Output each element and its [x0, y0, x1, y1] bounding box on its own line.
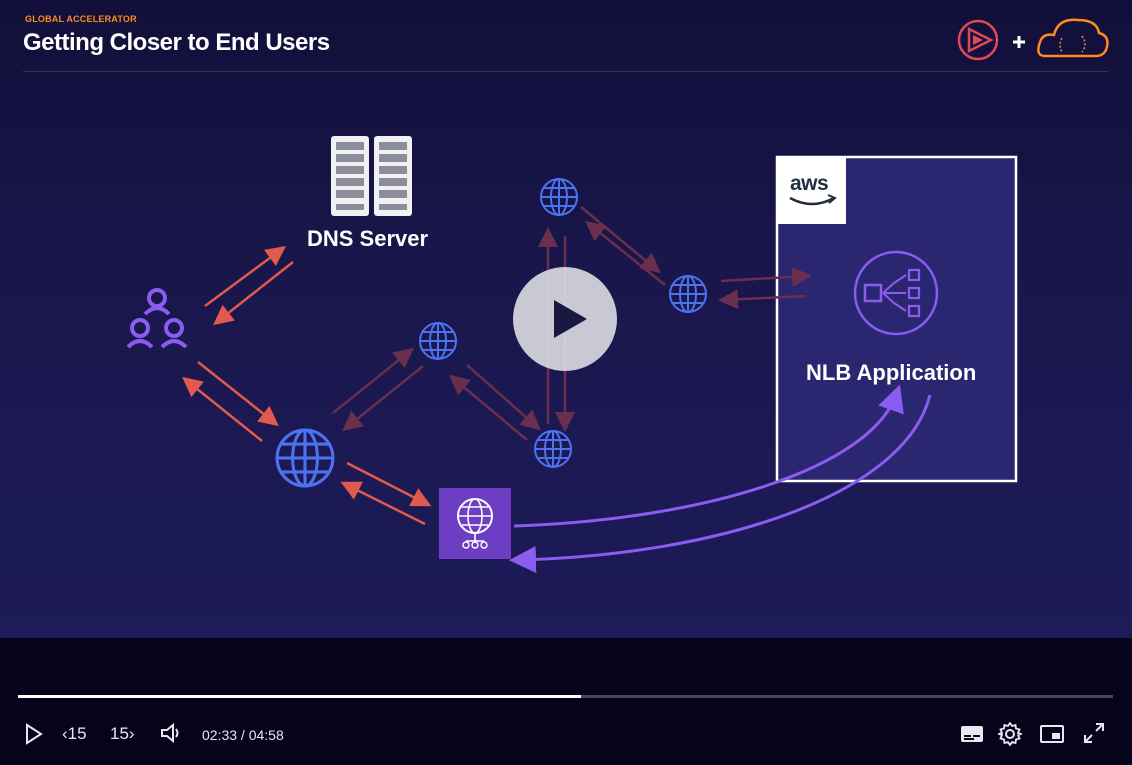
progress-fill — [18, 695, 581, 698]
plus-icon — [1013, 36, 1025, 48]
globe-icon — [534, 430, 572, 468]
global-accelerator-icon — [439, 488, 511, 559]
globe-icon — [275, 428, 335, 488]
diagram — [126, 18, 1109, 574]
play-logo-icon — [957, 19, 999, 61]
picture-in-picture-icon[interactable] — [1040, 724, 1064, 744]
skip-back-button[interactable]: ‹15 — [62, 724, 87, 744]
nlb-application-box — [775, 155, 1018, 483]
play-icon[interactable] — [24, 723, 44, 745]
slide-kicker: GLOBAL ACCELERATOR — [25, 14, 137, 24]
settings-gear-icon[interactable] — [998, 722, 1022, 746]
time-display: 02:33 / 04:58 — [202, 727, 284, 743]
dns-request-arrows — [182, 246, 432, 526]
volume-icon[interactable] — [160, 722, 184, 744]
progress-bar[interactable] — [18, 695, 1113, 698]
player-controls: ‹15 15› 02:33 / 04:58 — [0, 638, 1132, 765]
captions-icon[interactable] — [960, 724, 984, 744]
aws-logo: aws — [790, 172, 829, 195]
fullscreen-icon[interactable] — [1083, 722, 1105, 744]
nlb-icon — [853, 250, 939, 336]
slide-title: Getting Closer to End Users — [23, 29, 330, 56]
skip-forward-button[interactable]: 15› — [110, 724, 135, 744]
skip-back-chevron-icon: ‹ — [62, 724, 68, 743]
title-divider — [23, 71, 1108, 72]
globe-icon — [419, 322, 457, 360]
video-frame[interactable]: GLOBAL ACCELERATOR Getting Closer to End… — [0, 0, 1132, 638]
center-play-button[interactable] — [513, 267, 617, 371]
globe-icon — [669, 275, 707, 313]
globe-icon — [540, 178, 578, 216]
internet-path-arrows — [332, 206, 812, 441]
dns-server-label: DNS Server — [307, 226, 429, 251]
cloud-logo-icon — [1037, 18, 1109, 58]
users-icon — [126, 288, 188, 349]
skip-forward-label: 15 — [110, 724, 129, 743]
nlb-application-label: NLB Application — [806, 360, 977, 385]
dns-server-icon — [331, 136, 412, 216]
skip-back-label: 15 — [67, 724, 87, 743]
accelerator-path-arrows — [509, 384, 932, 574]
skip-forward-chevron-icon: › — [128, 724, 135, 743]
